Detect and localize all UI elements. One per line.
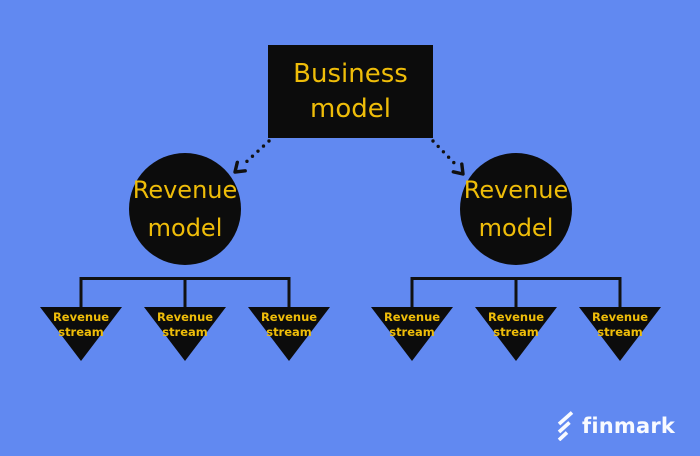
stream-triangle-shapes [40, 307, 661, 361]
stream-label: Revenue stream [591, 310, 649, 339]
revenue-model-node-left: Revenue model [129, 153, 241, 265]
dotted-arrow-right [431, 139, 465, 176]
stream-label: Revenue stream [156, 310, 214, 339]
brand-name: finmark [582, 414, 676, 438]
business-model-label: Business model [293, 58, 408, 124]
stream-label: Revenue stream [52, 310, 110, 339]
stream-label: Revenue stream [260, 310, 318, 339]
stream-label: Revenue stream [383, 310, 441, 339]
finmark-strokes-icon [557, 411, 574, 441]
revenue-model-label-right: Revenue model [463, 176, 569, 242]
brand-lockup: finmark [556, 409, 675, 443]
business-model-node: Business model [268, 45, 433, 138]
revenue-model-label-left: Revenue model [132, 176, 238, 242]
connector-left-group [79, 277, 291, 310]
stream-label: Revenue stream [487, 310, 545, 339]
revenue-model-node-right: Revenue model [460, 153, 572, 265]
connector-right-group [410, 277, 622, 310]
dotted-arrow-left [233, 139, 271, 174]
